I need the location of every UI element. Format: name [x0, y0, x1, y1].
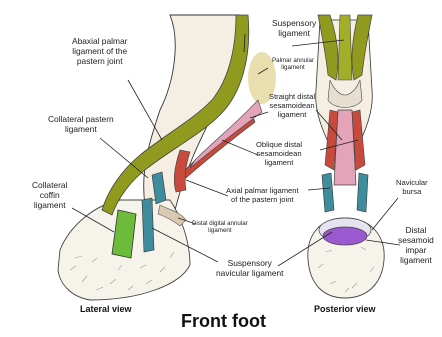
posterior-collateral-right [357, 173, 368, 212]
lateral-suspensory-navicular [142, 198, 154, 252]
posterior-collateral-left [322, 173, 334, 212]
posterior-suspensory-center [338, 15, 352, 80]
view-label-posterior: Posterior view [314, 304, 376, 314]
posterior-navicular-bursa [323, 227, 367, 245]
figure-title: Front foot [181, 311, 266, 332]
view-label-lateral: Lateral view [80, 304, 132, 314]
